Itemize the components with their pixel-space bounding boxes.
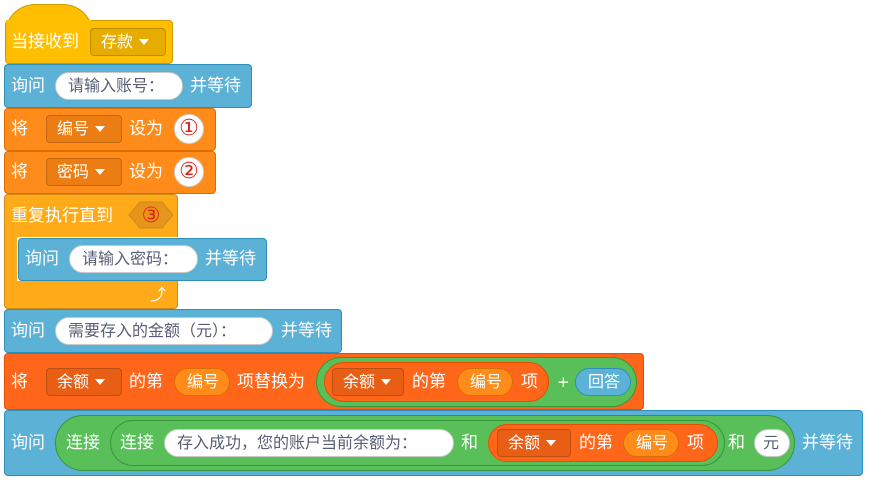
condition-hexagon-slot[interactable] xyxy=(128,201,174,229)
final-balance-list-dropdown[interactable]: 余额 xyxy=(497,429,571,457)
balance-list-label: 余额 xyxy=(57,372,90,391)
amount-prompt-text: 需要存入的金额（元）： xyxy=(68,321,237,340)
set-verb: 将 xyxy=(11,119,28,139)
ask-wait-label: 并等待 xyxy=(190,76,241,96)
set-verb: 将 xyxy=(11,162,28,182)
ask-verb: 询问 xyxy=(11,76,45,96)
account-prompt-input[interactable]: 请输入账号： xyxy=(55,72,183,100)
result-text-input[interactable]: 存入成功，您的账户当前余额为： xyxy=(164,429,454,457)
password-variable-dropdown[interactable]: 密码 xyxy=(46,158,122,186)
message-dropdown-label: 存款 xyxy=(101,32,134,51)
final-item-label: 项 xyxy=(687,433,704,453)
final-index-reporter[interactable]: 编号 xyxy=(623,429,679,457)
hat-cap-filler xyxy=(6,20,92,34)
message-dropdown[interactable]: 存款 xyxy=(90,28,166,56)
blank-2-label: ② xyxy=(179,159,199,184)
chevron-down-icon xyxy=(381,378,392,385)
replace-verb: 将 xyxy=(11,372,28,392)
ask-wait-label: 并等待 xyxy=(802,433,853,453)
final-balance-list-label: 余额 xyxy=(508,433,541,452)
inner-item-label: 项 xyxy=(521,372,538,392)
blank-1-label: ① xyxy=(179,116,199,141)
inner-balance-list-label: 余额 xyxy=(343,372,376,391)
of-nth-label: 的第 xyxy=(129,372,163,392)
answer-label: 回答 xyxy=(588,372,621,391)
ask-verb: 询问 xyxy=(11,433,45,453)
blank-3-label: ③ xyxy=(141,203,161,227)
inner-index-label: 编号 xyxy=(470,372,503,391)
chevron-down-icon xyxy=(95,378,106,385)
hat-label: 当接收到 xyxy=(11,32,79,52)
ask-verb: 询问 xyxy=(11,321,45,341)
join-outer-label: 连接 xyxy=(66,433,100,453)
unit-text: 元 xyxy=(763,433,780,452)
account-prompt-text: 请输入账号： xyxy=(68,76,165,95)
amount-prompt-input[interactable]: 需要存入的金额（元）： xyxy=(55,317,273,345)
password-variable-label: 密码 xyxy=(57,162,90,181)
and-label-2: 和 xyxy=(728,433,745,453)
answer-reporter[interactable]: 回答 xyxy=(575,368,631,396)
balance-list-dropdown[interactable]: 余额 xyxy=(46,368,122,396)
index-reporter-label: 编号 xyxy=(187,372,220,391)
inner-balance-list-dropdown[interactable]: 余额 xyxy=(332,368,404,396)
final-index-label: 编号 xyxy=(636,433,669,452)
ask-wait-label: 并等待 xyxy=(205,249,256,269)
ask-wait-label: 并等待 xyxy=(281,321,332,341)
repeat-until-label: 重复执行直到 xyxy=(11,206,113,226)
set-to-label: 设为 xyxy=(129,119,163,139)
set-to-label: 设为 xyxy=(129,162,163,182)
inner-index-reporter[interactable]: 编号 xyxy=(457,368,513,396)
index-reporter[interactable]: 编号 xyxy=(174,368,230,396)
chevron-down-icon xyxy=(95,125,106,132)
replace-with-label: 项替换为 xyxy=(237,372,305,392)
blank-2-input[interactable]: ② xyxy=(174,157,204,187)
chevron-down-icon xyxy=(139,38,150,45)
join-inner-label: 连接 xyxy=(120,433,154,453)
password-prompt-input[interactable]: 请输入密码： xyxy=(69,245,198,273)
password-prompt-text: 请输入密码： xyxy=(82,249,179,268)
final-of-nth-label: 的第 xyxy=(579,433,613,453)
blank-1-input[interactable]: ① xyxy=(174,114,204,144)
loop-arrow-icon: ⤴ xyxy=(150,285,167,304)
unit-text-input[interactable]: 元 xyxy=(754,429,790,457)
chevron-down-icon xyxy=(546,439,557,446)
result-text: 存入成功，您的账户当前余额为： xyxy=(177,433,418,452)
ask-verb: 询问 xyxy=(25,249,59,269)
inner-of-nth-label: 的第 xyxy=(412,372,446,392)
id-variable-dropdown[interactable]: 编号 xyxy=(46,115,122,143)
plus-label: + xyxy=(557,373,570,391)
and-label-1: 和 xyxy=(461,433,478,453)
id-variable-label: 编号 xyxy=(57,119,90,138)
chevron-down-icon xyxy=(95,168,106,175)
